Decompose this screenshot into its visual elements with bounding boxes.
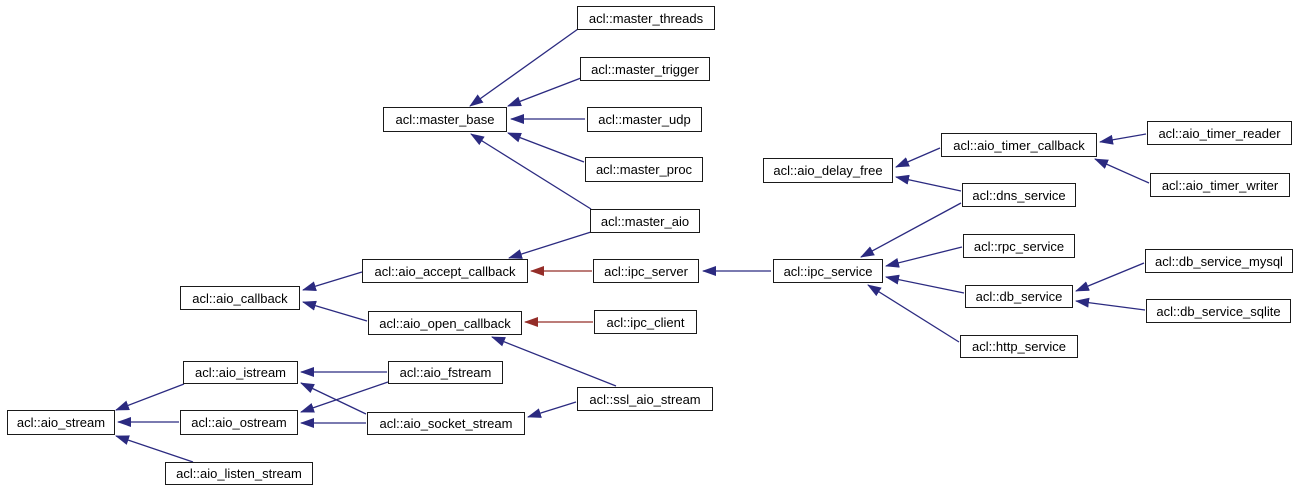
edge-dns-service-to-ipc-service — [860, 202, 962, 258]
node-aio-timer-reader[interactable]: acl::aio_timer_reader — [1147, 121, 1292, 145]
edge-master-trigger-to-master-base — [507, 77, 582, 107]
node-ipc-service[interactable]: acl::ipc_service — [773, 259, 883, 283]
edge-aio-fstream-to-aio-ostream — [300, 381, 389, 413]
node-db-service-mysql[interactable]: acl::db_service_mysql — [1145, 249, 1293, 273]
node-aio-timer-callback[interactable]: acl::aio_timer_callback — [941, 133, 1097, 157]
node-aio-open-callback[interactable]: acl::aio_open_callback — [368, 311, 522, 335]
edge-http-service-to-ipc-service — [867, 284, 960, 343]
node-aio-timer-writer[interactable]: acl::aio_timer_writer — [1150, 173, 1290, 197]
node-master-aio[interactable]: acl::master_aio — [590, 209, 700, 233]
node-db-service[interactable]: acl::db_service — [965, 285, 1073, 308]
edge-ssl-aio-stream-to-aio-socket-stream — [527, 401, 577, 418]
node-aio-stream[interactable]: acl::aio_stream — [7, 410, 115, 435]
edge-master-aio-to-master-base — [470, 133, 592, 210]
edge-db-service-sqlite-to-db-service — [1075, 297, 1146, 311]
edge-aio-listen-stream-to-aio-stream — [115, 435, 194, 463]
edge-aio-socket-stream-to-aio-istream — [300, 382, 367, 415]
node-dns-service[interactable]: acl::dns_service — [962, 183, 1076, 207]
edge-aio-timer-writer-to-aio-timer-callback — [1094, 158, 1150, 184]
node-aio-callback[interactable]: acl::aio_callback — [180, 286, 300, 310]
node-aio-ostream[interactable]: acl::aio_ostream — [180, 410, 298, 435]
edge-rpc-service-to-ipc-service — [885, 246, 963, 268]
edge-db-service-mysql-to-db-service — [1075, 262, 1145, 292]
edge-aio-timer-callback-to-aio-delay-free — [895, 147, 941, 168]
edge-aio-open-callback-to-aio-callback — [302, 300, 368, 322]
edge-db-service-to-ipc-service — [885, 274, 965, 294]
edge-master-aio-to-aio-accept-callback — [508, 231, 592, 259]
edge-aio-timer-reader-to-aio-timer-callback — [1099, 133, 1147, 145]
node-master-threads[interactable]: acl::master_threads — [577, 6, 715, 30]
edge-master-proc-to-master-base — [507, 132, 585, 163]
node-master-base[interactable]: acl::master_base — [383, 107, 507, 132]
edge-master-threads-to-master-base — [469, 28, 579, 107]
node-master-udp[interactable]: acl::master_udp — [587, 107, 702, 132]
node-aio-istream[interactable]: acl::aio_istream — [183, 361, 298, 384]
node-aio-fstream[interactable]: acl::aio_fstream — [388, 361, 503, 384]
node-rpc-service[interactable]: acl::rpc_service — [963, 234, 1075, 258]
node-aio-socket-stream[interactable]: acl::aio_socket_stream — [367, 412, 525, 435]
node-master-proc[interactable]: acl::master_proc — [585, 157, 703, 182]
node-http-service[interactable]: acl::http_service — [960, 335, 1078, 358]
node-db-service-sqlite[interactable]: acl::db_service_sqlite — [1146, 299, 1291, 323]
edge-aio-istream-to-aio-stream — [115, 383, 185, 411]
node-ipc-client[interactable]: acl::ipc_client — [594, 310, 697, 334]
node-ipc-server[interactable]: acl::ipc_server — [593, 259, 699, 283]
node-aio-delay-free[interactable]: acl::aio_delay_free — [763, 158, 893, 183]
edge-dns-service-to-aio-delay-free — [895, 174, 962, 192]
node-ssl-aio-stream[interactable]: acl::ssl_aio_stream — [577, 387, 713, 411]
edge-aio-accept-callback-to-aio-callback — [302, 271, 363, 291]
node-aio-listen-stream[interactable]: acl::aio_listen_stream — [165, 462, 313, 485]
node-master-trigger[interactable]: acl::master_trigger — [580, 57, 710, 81]
node-aio-accept-callback[interactable]: acl::aio_accept_callback — [362, 259, 528, 283]
edge-ssl-aio-stream-to-aio-open-callback — [491, 336, 617, 387]
